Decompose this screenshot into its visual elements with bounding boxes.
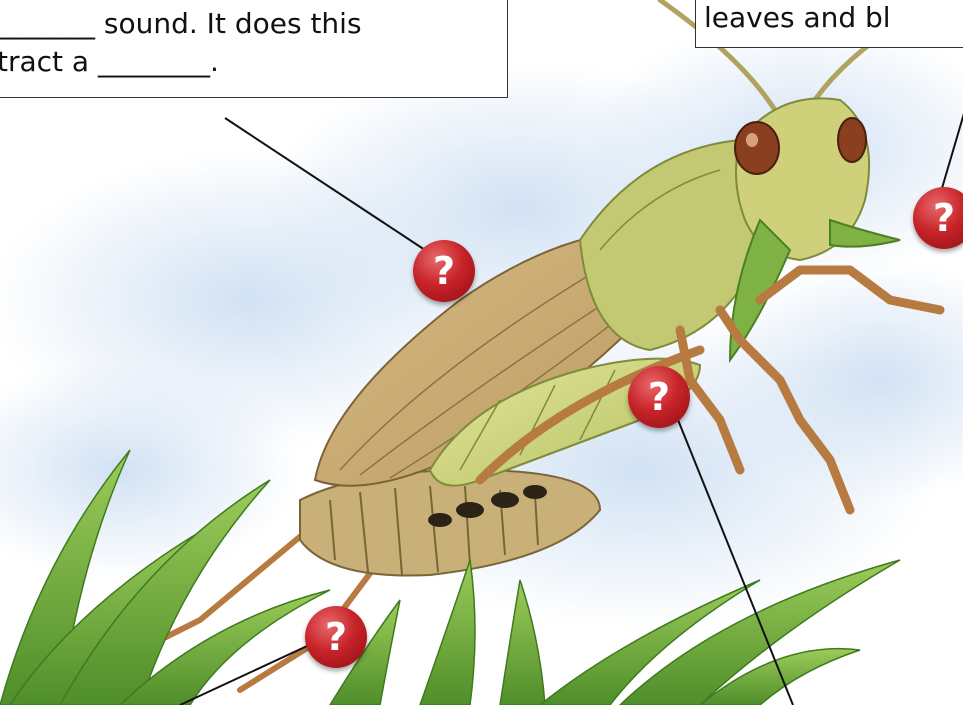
question-mark-icon[interactable]: ? xyxy=(305,606,367,668)
callout-sound-description: _______ sound. It does this tract a ____… xyxy=(0,0,508,98)
question-mark-icon[interactable]: ? xyxy=(413,240,475,302)
question-mark-icon[interactable]: ? xyxy=(628,366,690,428)
callout-diet-description: leaves and bl xyxy=(695,0,963,48)
callout-line-1: _______ sound. It does this xyxy=(0,5,493,43)
callout-line-2: tract a ________. xyxy=(0,43,493,81)
